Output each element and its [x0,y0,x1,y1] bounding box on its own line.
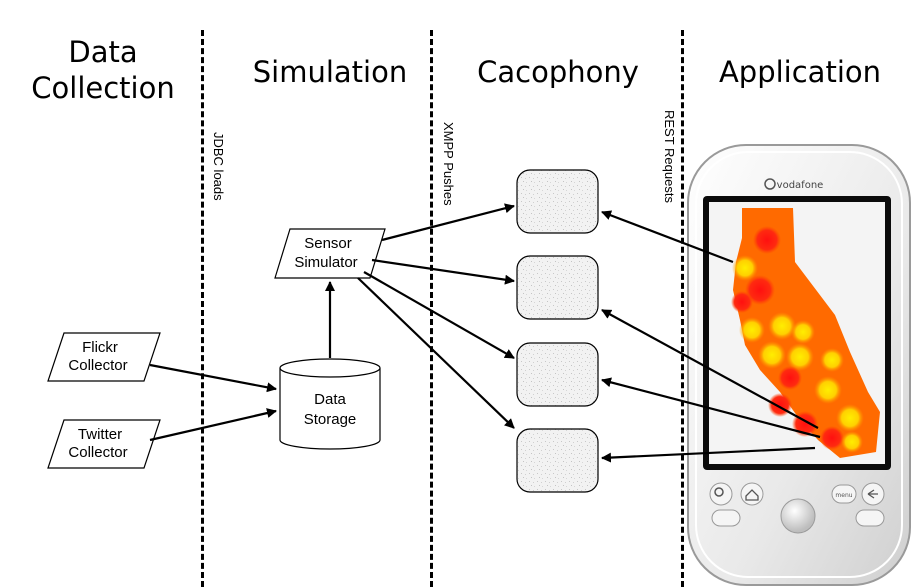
divider-simulation-cacophony [430,30,433,587]
twitter-label-1: Twitter [78,426,122,443]
back-arrow-icon [867,489,878,499]
flickr-collector: Flickr Collector [47,332,161,382]
divider-cacophony-application [681,30,684,587]
arrow-sensor-to-node-1 [381,203,515,242]
flickr-label-1: Flickr [82,339,118,356]
phone-search-button[interactable] [709,482,733,506]
divider-collection-simulation [201,30,204,587]
arrow-twitter-to-storage [149,408,277,442]
arrow-phone-to-node-2 [601,309,819,429]
twitter-collector: Twitter Collector [47,419,161,469]
storage-label-2: Storage [304,411,357,428]
sensor-label-2: Simulator [294,254,357,271]
arrow-sensor-to-node-3 [363,271,515,359]
arrow-sensor-to-node-4 [357,277,515,429]
arrow-sensor-to-node-2 [371,258,515,285]
arrow-phone-to-node-4 [601,446,816,463]
sensor-label-1: Sensor [304,235,352,252]
twitter-label-2: Collector [68,444,127,461]
menu-label: menu [835,492,852,499]
phone-end-call-button[interactable] [855,509,885,527]
sensor-simulator: Sensor Simulator [274,228,386,279]
cacophony-node-3 [516,342,599,407]
heading-application: Application [718,55,882,89]
arrow-flickr-to-storage [149,363,277,393]
storage-label-1: Data [314,391,346,408]
phone-menu-button[interactable] [831,484,857,504]
california-heatmap [731,208,880,458]
heading-simulation: Simulation [252,55,408,89]
vodafone-logo-icon [764,178,776,190]
flickr-label-2: Collector [68,357,127,374]
home-icon [745,489,759,501]
arrow-phone-to-node-1 [601,210,734,264]
cacophony-node-4 [516,428,599,493]
phone-home-button[interactable] [740,482,764,506]
phone-brand: vodafone [777,180,824,191]
search-icon [714,487,724,497]
heading-data-collection-line2: Collection [31,71,175,105]
phone-call-button[interactable] [711,509,741,527]
phone-trackball[interactable] [780,498,816,534]
cacophony-node-2 [516,255,599,320]
arrow-phone-to-node-3 [601,377,821,439]
phone-device: vodafone [687,144,911,586]
heading-data-collection: Data Collection [18,34,188,106]
heading-data-collection-line1: Data [68,35,138,69]
cacophony-node-1 [516,169,599,234]
data-storage: Data Storage [279,358,381,450]
heading-cacophony: Cacophony [477,55,639,89]
